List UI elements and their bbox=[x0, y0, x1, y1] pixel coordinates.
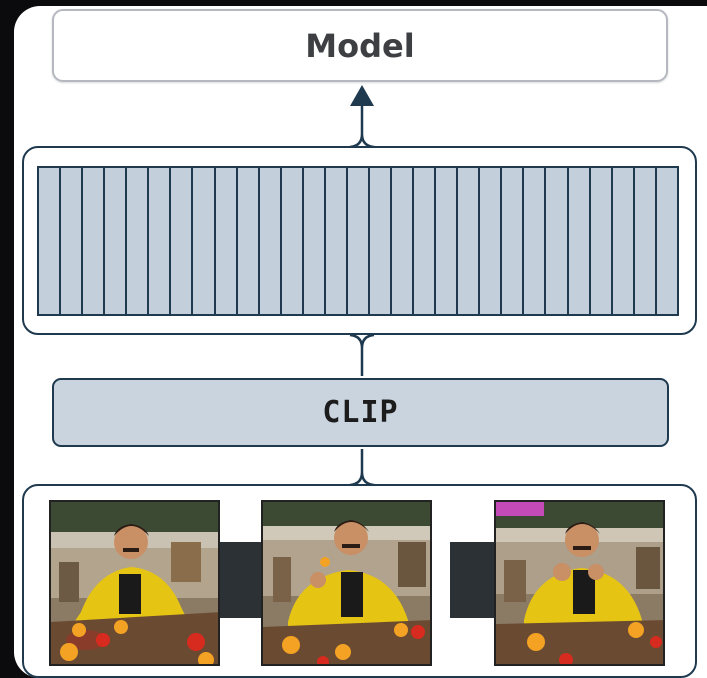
token-cell bbox=[83, 168, 106, 314]
token-cell bbox=[436, 168, 459, 314]
token-cell bbox=[347, 168, 370, 314]
token-cell bbox=[524, 168, 547, 314]
token-cell bbox=[502, 168, 525, 314]
token-cell bbox=[546, 168, 569, 314]
token-cell bbox=[39, 168, 62, 314]
token-cell bbox=[237, 168, 260, 314]
token-cell bbox=[105, 168, 128, 314]
token-strip bbox=[37, 166, 679, 316]
token-cell bbox=[171, 168, 194, 314]
token-cell bbox=[215, 168, 238, 314]
token-cell bbox=[149, 168, 172, 314]
token-cell bbox=[127, 168, 150, 314]
token-cell bbox=[303, 168, 326, 314]
token-cell bbox=[656, 168, 677, 314]
model-box: Model bbox=[52, 9, 668, 82]
model-label: Model bbox=[305, 26, 415, 65]
token-cell bbox=[369, 168, 392, 314]
video-frame bbox=[49, 500, 220, 666]
token-cell bbox=[414, 168, 437, 314]
film-connector bbox=[450, 542, 498, 618]
token-cell bbox=[480, 168, 503, 314]
video-frame bbox=[261, 500, 432, 666]
film-connector bbox=[215, 542, 265, 618]
connector-curl-frames-top bbox=[349, 471, 375, 487]
token-cell bbox=[259, 168, 282, 314]
arrow-head bbox=[350, 85, 374, 106]
token-cell bbox=[193, 168, 216, 314]
token-cell bbox=[325, 168, 348, 314]
video-frame bbox=[494, 500, 665, 666]
token-cell bbox=[612, 168, 635, 314]
clip-label: CLIP bbox=[322, 395, 399, 430]
token-cell bbox=[590, 168, 613, 314]
token-cell bbox=[392, 168, 415, 314]
token-cell bbox=[568, 168, 591, 314]
connector-curl-tokens-bottom bbox=[349, 333, 375, 349]
token-cell bbox=[281, 168, 304, 314]
token-cell bbox=[458, 168, 481, 314]
token-cell bbox=[634, 168, 657, 314]
token-cell bbox=[61, 168, 84, 314]
clip-encoder-box: CLIP bbox=[52, 378, 669, 447]
